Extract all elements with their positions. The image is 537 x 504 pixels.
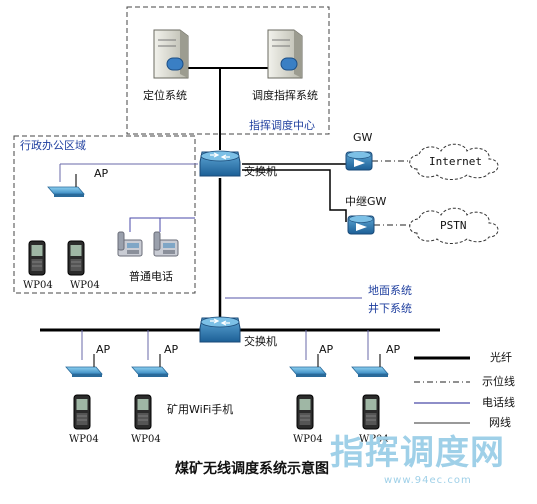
office-wifi-phone-icon <box>28 240 46 276</box>
underground-ap-icon <box>351 353 389 378</box>
office-ap-icon <box>47 173 85 198</box>
server-label-dispatch: 调度指挥系统 <box>252 89 318 102</box>
server-label-positioning: 定位系统 <box>143 89 187 102</box>
underground-ap-label: AP <box>96 343 111 356</box>
underground-ap-label: AP <box>386 343 401 356</box>
positioning-server-icon <box>153 29 189 79</box>
office-phone-label: WP04 <box>23 280 53 291</box>
office-phone-label: WP04 <box>70 280 100 291</box>
underground-wifi-phone-icon <box>362 394 380 430</box>
ground-system-label: 地面系统 <box>368 284 412 297</box>
relay-gw-label: 中继GW <box>345 195 387 208</box>
underground-phone-label: WP04 <box>131 434 161 445</box>
underground-ap-label: AP <box>319 343 334 356</box>
switch-relay-gw-link <box>242 169 347 222</box>
underground-ap-icon <box>289 353 327 378</box>
underground-switch-label: 交换机 <box>244 335 277 348</box>
watermark-url: www.94ec.com <box>384 475 472 486</box>
underground-wifi-phone-icon <box>134 394 152 430</box>
watermark-text: 指挥调度网 <box>330 433 505 473</box>
underground-ap-icon <box>131 353 169 378</box>
pstn-label: PSTN <box>440 219 467 232</box>
desk-phone-icon <box>153 231 179 257</box>
underground-ap-icon <box>65 353 103 378</box>
gw-icon <box>345 151 373 171</box>
underground-phone-label: WP04 <box>69 434 99 445</box>
office-area-box <box>13 135 196 294</box>
desk-phone-line-1 <box>129 217 195 232</box>
underground-wifi-phone-icon <box>73 394 91 430</box>
gw-label: GW <box>353 131 373 144</box>
desk-phone-label: 普通电话 <box>129 270 173 283</box>
dispatch-server-icon <box>267 29 303 79</box>
underground-ap-label: AP <box>164 343 179 356</box>
desk-phone-icon <box>117 231 143 257</box>
dispatch-center-label: 指挥调度中心 <box>249 119 315 132</box>
ground-switch-label: 交换机 <box>244 165 277 178</box>
underground-phone-label: WP04 <box>293 434 323 445</box>
legend-position-label: 示位线 <box>482 375 515 388</box>
legend-phone-label: 电话线 <box>482 396 515 409</box>
internet-label: Internet <box>429 155 482 168</box>
legend-net-label: 网线 <box>489 416 511 429</box>
relay-gw-icon <box>347 215 375 235</box>
office-ap-label: AP <box>94 167 109 180</box>
dispatch-center-box <box>126 6 330 135</box>
ground-switch-icon <box>199 150 241 177</box>
underground-wifi-phone-icon <box>296 394 314 430</box>
office-wifi-phone-icon <box>67 240 85 276</box>
legend-fiber-label: 光纤 <box>490 351 512 364</box>
office-area-label: 行政办公区域 <box>20 139 86 152</box>
underground-switch-icon <box>199 316 241 343</box>
wifi-phone-label: 矿用WiFi手机 <box>167 403 234 416</box>
underground-phone-label: WP04 <box>359 434 389 445</box>
underground-system-label: 井下系统 <box>368 302 412 315</box>
diagram-caption: 煤矿无线调度系统示意图 <box>175 461 329 477</box>
